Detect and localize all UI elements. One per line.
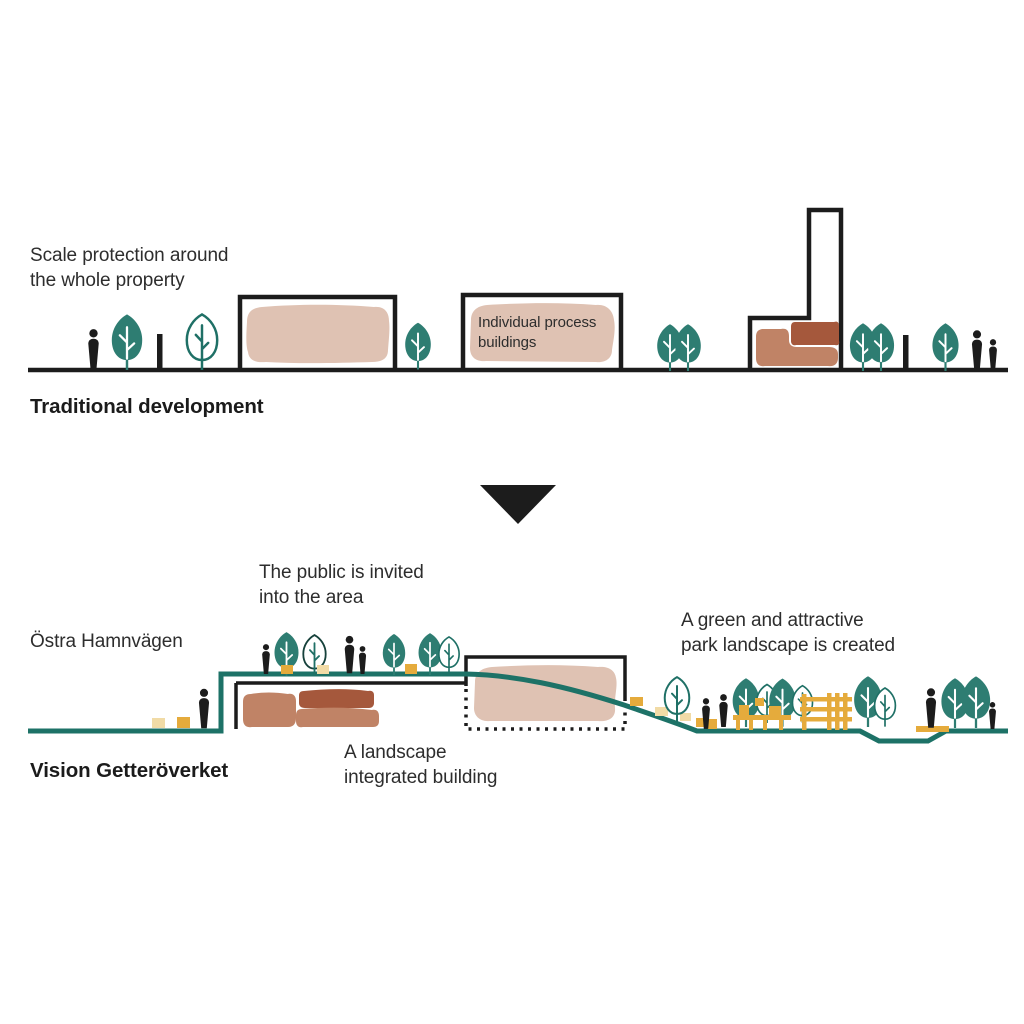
title-traditional-development: Traditional development [30, 395, 264, 418]
label-landscape-integrated-building: A landscape integrated building [344, 742, 498, 788]
label-ostra-hamnvagen: Östra Hamnvägen [30, 631, 183, 652]
yellow-box-icon [152, 718, 165, 728]
yellow-box-icon [707, 719, 717, 729]
label-scale-protection: Scale protection around the whole proper… [30, 245, 229, 291]
tree-icon [417, 632, 443, 675]
person-icon [88, 329, 99, 370]
person-icon [989, 702, 996, 729]
pergola-structure-icon [800, 693, 852, 730]
process-building-1-mass [246, 304, 390, 364]
bench-icon [916, 726, 949, 732]
person-icon [719, 694, 728, 727]
yellow-box-icon [630, 697, 643, 706]
person-icon [344, 635, 355, 674]
tree-icon [960, 675, 992, 728]
tree-outline-icon [185, 313, 219, 370]
tower-building-mass-dark [791, 321, 840, 346]
yellow-box-icon [177, 717, 190, 728]
tree-outline-icon [438, 636, 460, 674]
bollard-icon [903, 335, 909, 370]
tree-icon [674, 323, 702, 371]
tower-building-mass-light [756, 328, 838, 367]
yellow-box-icon [317, 665, 329, 674]
yellow-box-icon [281, 665, 293, 674]
tree-icon [931, 322, 960, 371]
person-icon [971, 330, 983, 370]
integrated-building-mass-light-2 [296, 707, 379, 728]
integrated-building-mass-light [243, 692, 296, 728]
tree-icon [866, 322, 896, 371]
yellow-box-icon [405, 664, 417, 674]
dotted-building-dotted-edges [464, 689, 627, 731]
title-vision-getteroverket: Vision Getteröverket [30, 759, 229, 782]
vision-scene [28, 631, 1008, 744]
tree-icon [381, 633, 407, 675]
label-public-invited: The public is invited into the area [259, 562, 424, 608]
yellow-box-icon [696, 718, 708, 727]
terrain-line [28, 671, 1008, 744]
yellow-box-icon [655, 707, 668, 716]
person-icon [989, 339, 997, 370]
down-arrow-icon [480, 485, 556, 524]
tree-outline-icon [873, 687, 897, 727]
tree-icon [404, 321, 432, 370]
person-icon [198, 688, 210, 729]
tree-icon [110, 313, 144, 370]
label-green-park: A green and attractive park landscape is… [681, 610, 896, 656]
traditional-scene [28, 207, 1008, 373]
yellow-box-icon [680, 713, 691, 721]
bollard-icon [157, 334, 163, 370]
person-icon [358, 646, 367, 674]
person-icon [262, 644, 270, 674]
person-icon [925, 688, 937, 728]
process-building-2-mass [470, 303, 615, 363]
park-bench-structure-icon [733, 698, 791, 730]
integrated-building-mass-dark [299, 689, 374, 708]
label-individual-process-buildings: Individual process buildings [478, 314, 597, 351]
